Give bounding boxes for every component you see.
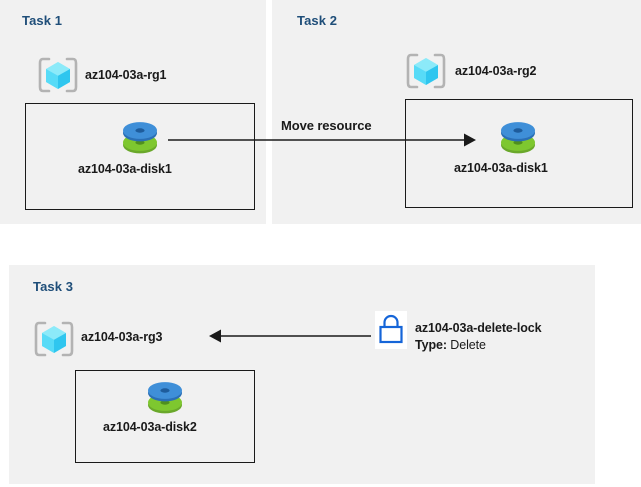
move-resource-label: Move resource [281,118,372,133]
task-3-panel: Task 3 az104-03a-rg3 az104-03a-disk2 [9,265,595,484]
padlock-icon [375,311,407,349]
task-2-resource-box [405,99,633,208]
task-2-resource-group-label: az104-03a-rg2 [455,64,537,78]
task-3-title: Task 3 [33,279,74,294]
resource-group-cube-icon [32,317,76,361]
delete-lock-type-value: Delete [450,338,486,352]
managed-disk-icon [117,113,163,159]
managed-disk-icon [495,113,541,159]
task-3-disk-label: az104-03a-disk2 [103,420,197,434]
resource-group-cube-icon [36,53,80,97]
task-2-disk-label: az104-03a-disk1 [454,161,548,175]
delete-lock-arrow [209,326,371,346]
delete-lock-name-label: az104-03a-delete-lock [415,321,542,335]
task-2-panel: Task 2 az104-03a-rg2 az104-03a-disk1 [272,0,641,224]
task-1-resource-group-label: az104-03a-rg1 [85,68,167,82]
task-1-panel: Task 1 az104-03a-rg1 az104-03a-disk1 [0,0,266,224]
delete-lock-type-label: Type: [415,338,447,352]
move-resource-arrow [168,130,478,152]
task-1-title: Task 1 [22,13,63,28]
task-1-disk-label: az104-03a-disk1 [78,162,172,176]
task-1-resource-box [25,103,255,210]
delete-lock-type-row: Type: Delete [415,338,486,352]
managed-disk-icon [142,373,188,419]
resource-group-cube-icon [404,49,448,93]
task-2-title: Task 2 [297,13,338,28]
task-3-resource-group-label: az104-03a-rg3 [81,330,163,344]
